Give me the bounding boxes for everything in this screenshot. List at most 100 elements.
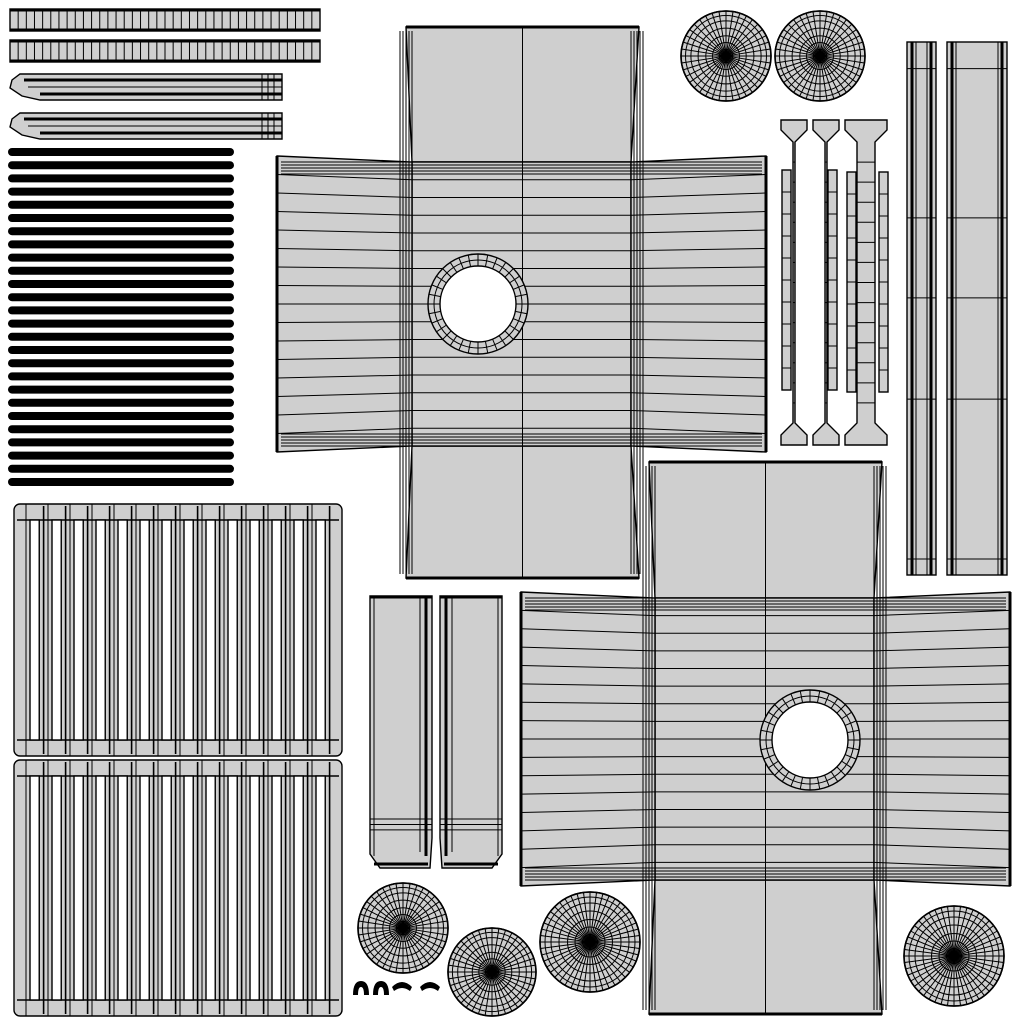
disc-spoke xyxy=(957,948,1004,956)
disc-spoke xyxy=(362,929,401,949)
disc-spoke xyxy=(592,944,630,973)
disc-spoke xyxy=(592,906,626,940)
cross-row-line xyxy=(520,773,656,777)
cross-row-line xyxy=(630,356,767,360)
disc-spoke xyxy=(465,936,491,970)
cross-row-line xyxy=(873,809,1011,813)
cross-row-line xyxy=(630,266,767,269)
disc-spoke xyxy=(793,19,819,54)
disc-spoke xyxy=(484,928,492,969)
disc-spoke xyxy=(404,891,430,926)
disc-spoke xyxy=(799,15,819,54)
disc-spoke xyxy=(693,23,724,54)
disc-spoke xyxy=(728,58,759,89)
disc-spoke xyxy=(820,13,835,53)
disc-spoke xyxy=(591,945,610,989)
disc-spoke xyxy=(957,930,998,955)
disc-spoke xyxy=(395,931,403,973)
disc-spoke xyxy=(465,974,491,1008)
disc-spoke xyxy=(681,56,723,64)
grille-slot xyxy=(161,519,172,741)
disc-hub xyxy=(721,51,731,61)
disc-spoke xyxy=(823,48,865,56)
disc-spoke xyxy=(957,956,1004,964)
disc-spoke xyxy=(957,942,1003,956)
disc-spoke xyxy=(593,916,634,941)
disc-spoke xyxy=(822,57,861,77)
disc-spoke xyxy=(382,887,402,926)
disc-spoke xyxy=(495,964,536,972)
disc-spoke xyxy=(448,972,489,980)
cross-row-line xyxy=(873,844,1011,850)
grille-slot xyxy=(139,775,150,1001)
disc-hub xyxy=(949,951,959,961)
disc-spoke xyxy=(957,957,1001,976)
grille-slot xyxy=(183,775,194,1001)
disc-spoke xyxy=(591,895,610,939)
disc-spoke xyxy=(403,883,411,925)
disc-spoke xyxy=(822,35,861,55)
disc-spoke xyxy=(591,898,616,939)
disc-spoke xyxy=(406,928,448,936)
grille-slot xyxy=(271,775,282,1001)
disc-spoke xyxy=(406,913,446,928)
disc-spoke xyxy=(923,916,952,954)
cross-net-1 xyxy=(275,25,768,580)
disc-spoke xyxy=(956,958,985,996)
disc-spoke xyxy=(554,906,588,940)
disc-spoke xyxy=(403,931,411,973)
disc-spoke xyxy=(821,15,841,54)
disc-spoke xyxy=(728,35,767,55)
disc-spoke xyxy=(918,920,952,954)
cross-row-line xyxy=(520,720,656,722)
disc-spoke xyxy=(592,944,626,978)
cross-row-line xyxy=(873,646,1011,652)
grille-slot xyxy=(95,775,106,1001)
cross-row-line xyxy=(873,683,1011,687)
grille-slot xyxy=(29,519,40,741)
u-channel xyxy=(369,595,433,869)
grille-slot xyxy=(271,519,282,741)
wheel-disc xyxy=(680,10,772,102)
tall-strip-right xyxy=(946,41,1008,576)
disc-spoke xyxy=(910,957,951,982)
hole-ring-mid xyxy=(433,259,523,349)
disc-spoke xyxy=(590,892,598,939)
disc-spoke xyxy=(955,959,974,1003)
disc-spoke xyxy=(685,57,724,77)
hole-cutout xyxy=(439,265,517,343)
wheel-disc xyxy=(447,927,537,1017)
disc-spoke xyxy=(910,930,951,955)
grille-slot xyxy=(51,775,62,1001)
disc-spoke xyxy=(492,928,500,969)
disc-spoke xyxy=(477,929,492,969)
disc-spoke xyxy=(812,59,820,101)
grille-slot xyxy=(117,519,128,741)
disc-spoke xyxy=(934,909,953,953)
disc-spoke xyxy=(471,974,491,1012)
disc-spoke xyxy=(477,975,492,1015)
wheel-discs xyxy=(357,10,1005,1017)
disc-spoke xyxy=(540,934,587,942)
disc-spoke xyxy=(559,944,588,982)
cross-row-line xyxy=(873,756,1011,758)
disc-spoke xyxy=(689,29,724,55)
disc-spoke xyxy=(593,922,637,941)
cross-row-line xyxy=(520,701,656,705)
disc-spoke xyxy=(955,909,974,953)
small-clip xyxy=(373,981,389,995)
disc-spoke xyxy=(727,58,747,97)
grille-slot xyxy=(315,519,326,741)
disc-spoke xyxy=(954,906,962,953)
disc-spoke xyxy=(484,975,492,1016)
disc-spoke xyxy=(546,916,587,941)
cross-row-line xyxy=(630,211,767,216)
hole-ring-mid xyxy=(765,695,855,785)
disc-spoke xyxy=(728,23,759,54)
cross-row-line xyxy=(276,339,413,342)
disc-spoke xyxy=(582,892,590,939)
disc-spoke xyxy=(493,932,513,970)
disc-spoke xyxy=(405,930,436,961)
grille-slot xyxy=(73,519,84,741)
disc-spoke xyxy=(406,920,448,928)
